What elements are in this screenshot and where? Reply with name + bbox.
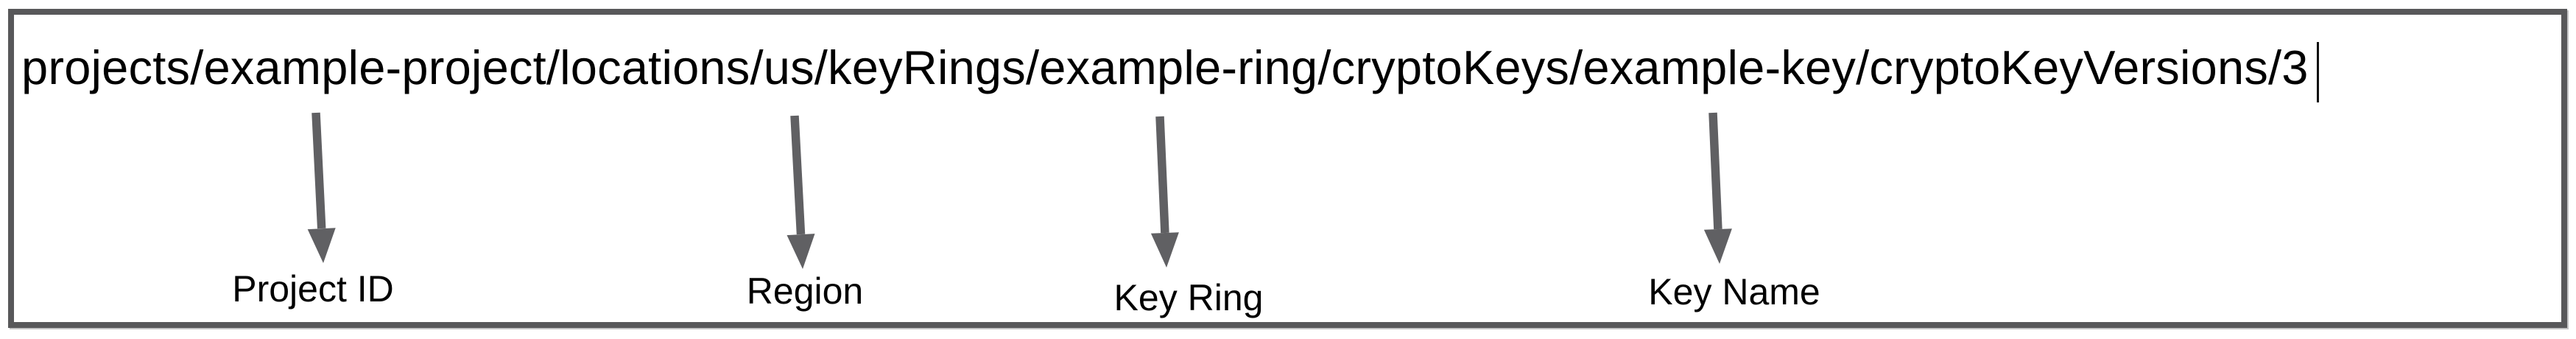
annotation-label-key-name: Key Name [1648,271,1820,312]
annotation-label-project-id: Project ID [232,268,394,310]
resource-path-text[interactable]: projects/example-project/locations/us/ke… [21,41,2309,94]
annotation-label-key-ring: Key Ring [1113,277,1264,318]
text-caret [2317,42,2319,102]
annotation-label-region: Region [746,270,864,312]
resource-path-box[interactable] [8,9,2567,328]
